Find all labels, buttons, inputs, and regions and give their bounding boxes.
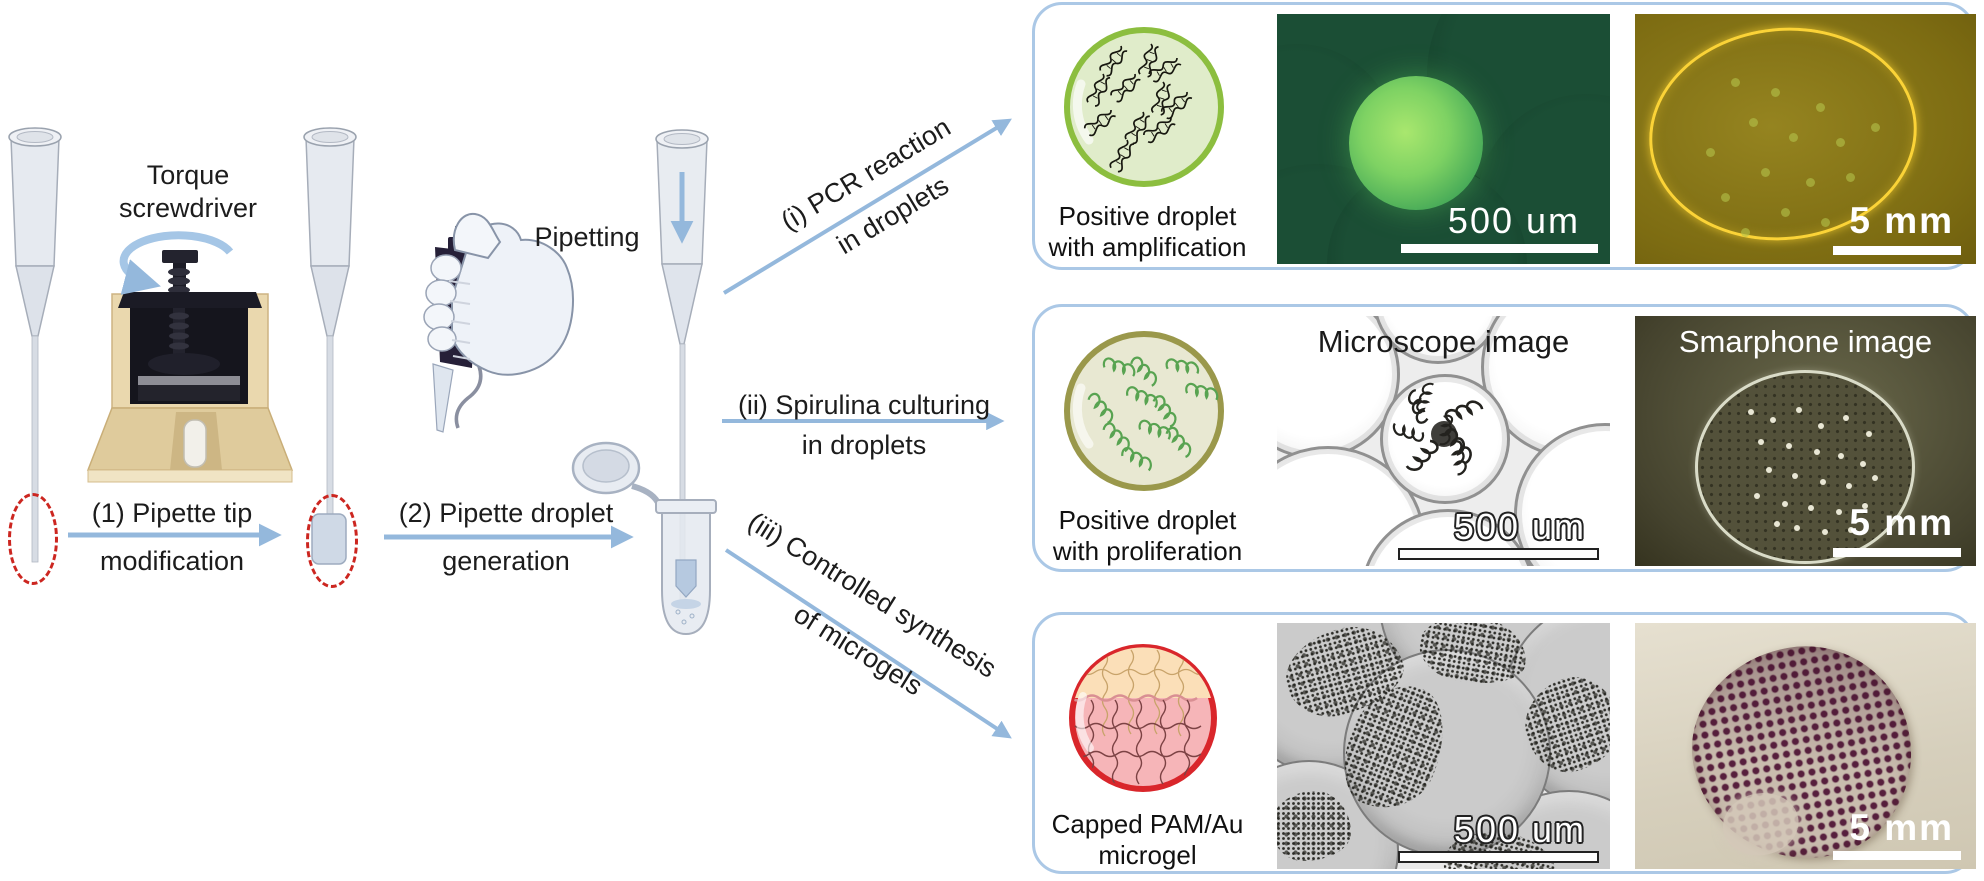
panel-caption-line2: with proliferation xyxy=(1052,536,1243,566)
droplet-dish xyxy=(1695,370,1915,564)
hand-pipetting-icon xyxy=(423,212,574,433)
smartphone-photo-microgel: 5 mm xyxy=(1635,623,1976,869)
panel-caption-line2: with amplification xyxy=(1048,232,1247,262)
fluorescence-microscope-image: 500 um xyxy=(1277,14,1610,264)
microscope-image-microgel: 500 um xyxy=(1277,623,1610,869)
scale-bar xyxy=(1833,246,1961,255)
scale-text: 500 um xyxy=(1453,809,1586,850)
workflow-schematic xyxy=(8,118,1012,739)
smartphone-photo-pcr: 5 mm xyxy=(1635,14,1976,264)
scale-text: 5 mm xyxy=(1849,200,1954,241)
microscope-image-spirulina: Microscope image 500 um xyxy=(1277,316,1610,566)
scale-bar xyxy=(1401,244,1598,253)
panel-caption-line2: microgel xyxy=(1098,840,1197,870)
spirulina-dots xyxy=(1748,409,1754,415)
collection-tube-icon xyxy=(571,441,717,636)
scale-bar xyxy=(1398,851,1599,863)
torque-screwdriver-icon xyxy=(86,231,294,483)
step2-label-line1: (2) Pipette droplet xyxy=(398,498,614,528)
panel-caption-line1: Positive droplet xyxy=(1058,201,1237,231)
droplet-spirulina-schematic-icon xyxy=(1064,331,1224,491)
scale-bar xyxy=(1398,548,1599,560)
scale-bar xyxy=(1833,851,1961,860)
microscope-image-label: Microscope image xyxy=(1317,324,1570,359)
panel-caption-line1: Positive droplet xyxy=(1058,505,1237,535)
torque-label-line2: screwdriver xyxy=(118,193,258,223)
faint-droplet-dots xyxy=(1731,78,1740,87)
branch-iii-arrow xyxy=(724,548,1012,739)
branch-ii-label-line1: (ii) Spirulina culturing xyxy=(737,390,991,420)
step1-label-line2: modification xyxy=(99,546,245,576)
highlight-ellipse-modified-tip xyxy=(306,494,358,588)
panel-microgel: Capped PAM/Au microgel 500 um 5 mm xyxy=(1032,612,1976,874)
spirulina-cluster-icon xyxy=(1391,381,1485,478)
branch-i-arrow xyxy=(722,118,1012,295)
rotation-arrow-icon xyxy=(119,231,234,295)
panel-caption-line1: Capped PAM/Au xyxy=(1051,809,1244,839)
pipette-tip-icon xyxy=(8,127,62,563)
scale-text: 5 mm xyxy=(1849,807,1954,848)
highlight-ellipse-original-tip xyxy=(8,493,58,585)
branch-ii-label-line2: in droplets xyxy=(801,430,927,460)
smartphone-image-label: Smarphone image xyxy=(1678,324,1933,359)
smartphone-photo-spirulina: Smarphone image 5 mm xyxy=(1635,316,1976,566)
scale-bar xyxy=(1833,548,1961,557)
scale-text: 500 um xyxy=(1453,506,1586,547)
capped-microgel-schematic-icon xyxy=(1069,644,1217,792)
scale-text: 5 mm xyxy=(1849,502,1954,543)
panel-spirulina: Positive droplet with proliferation xyxy=(1032,304,1976,572)
torque-label-line1: Torque xyxy=(146,160,230,190)
scale-text: 500 um xyxy=(1447,200,1580,241)
step1-label-line1: (1) Pipette tip xyxy=(91,498,253,528)
positive-droplet-glow xyxy=(1349,76,1483,210)
droplet-dna-schematic-icon xyxy=(1064,27,1224,187)
pipetting-label: Pipetting xyxy=(534,222,640,252)
panel-pcr: Positive droplet with amplification 500 … xyxy=(1032,2,1976,270)
step2-label-line2: generation xyxy=(442,546,570,576)
